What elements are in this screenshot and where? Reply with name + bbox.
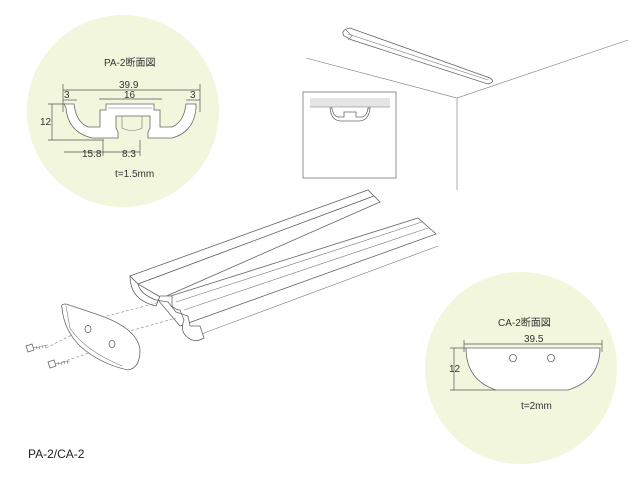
- model-label: PA-2/CA-2: [28, 447, 85, 461]
- ca2-profile: [465, 347, 601, 391]
- ca2-cross-section-detail: CA-2断面図 39.5 12 t=2mm: [425, 272, 617, 464]
- ca2-thickness: t=2mm: [521, 401, 552, 412]
- room-corner-illustration: [305, 27, 629, 190]
- mounting-inset: [302, 91, 397, 179]
- dim-flange-right: 3: [190, 90, 196, 101]
- rail-end-profile: [129, 275, 205, 341]
- end-cap: [61, 303, 141, 371]
- dim-ca2-width: 39.5: [524, 334, 544, 345]
- pa2-cross-section-detail: PA-2断面図 39.9 16 3 3 12 15.8 8.3 t=1.5mm: [27, 15, 219, 207]
- end-cap-assembly: [25, 301, 177, 371]
- rail-upper-surface: [129, 189, 375, 285]
- dim-inner-width: 16: [124, 90, 136, 101]
- dim-offset-left: 15.8: [82, 149, 102, 160]
- rail-groove-line-2: [183, 227, 429, 311]
- screw-2: [47, 359, 71, 369]
- ca2-detail-title: CA-2断面図: [498, 316, 551, 329]
- ceiling-rail: [342, 27, 493, 85]
- pa2-profile-channel: [121, 116, 143, 131]
- ceiling-rail-edge: [347, 33, 489, 81]
- dim-height: 12: [40, 117, 52, 128]
- ca2-hole-1: [508, 353, 517, 362]
- dim-flange-left: 3: [64, 90, 70, 101]
- ceiling-hatch: [310, 98, 390, 107]
- end-cap-hole-1: [84, 325, 92, 333]
- dim-total-width: 39.9: [119, 80, 139, 91]
- ceiling-rail-end: [345, 29, 353, 41]
- dim-offset-mid: 8.3: [122, 149, 136, 160]
- dim-ca2-height: 12: [449, 364, 461, 375]
- ceiling-edge: [305, 39, 629, 99]
- end-cap-edge: [65, 305, 123, 367]
- end-cap-hole-2: [108, 340, 116, 348]
- rail-groove-line: [175, 221, 423, 303]
- pa2-profile: [63, 103, 197, 139]
- pa2-detail-title: PA-2断面図: [104, 56, 156, 69]
- screw-1: [25, 343, 49, 353]
- ca2-hole-2: [547, 353, 556, 362]
- pa2-thickness: t=1.5mm: [115, 169, 154, 180]
- rail-bottom-edge: [195, 245, 439, 337]
- inset-rail-profile: [329, 107, 371, 122]
- rail-top-face: [137, 195, 381, 299]
- main-rail-illustration: [129, 189, 439, 341]
